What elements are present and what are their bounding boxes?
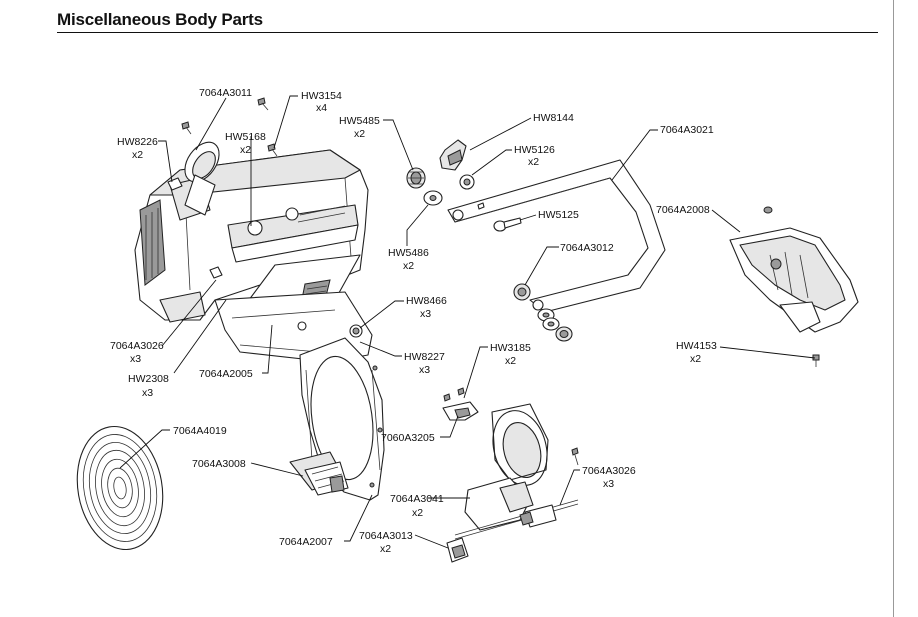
page-edge-divider (893, 0, 894, 617)
handle-7064A3021 (447, 159, 666, 313)
label-7064A3013-part: 7064A3013 (359, 530, 413, 542)
label-hw8226-qty: x2 (132, 149, 143, 161)
label-hw8227-part: HW8227 (404, 351, 445, 363)
label-hw3154-qty: x4 (316, 102, 327, 114)
label-hw3154-part: HW3154 (301, 90, 342, 102)
label-7064A3008-part: 7064A3008 (192, 458, 246, 470)
title-divider (57, 32, 878, 33)
label-hw5126-part: HW5126 (514, 144, 555, 156)
bracket-7064A3008 (289, 451, 349, 496)
label-hw4153-part: HW4153 (676, 340, 717, 352)
label-7064A3041-part: 7064A3041 (390, 493, 444, 505)
cover-7064A2008 (729, 206, 859, 333)
label-hw8144-part: HW8144 (533, 112, 574, 124)
label-7064A2008-part: 7064A2008 (656, 204, 710, 216)
label-7064A3021-part: 7064A3021 (660, 124, 714, 136)
page-title: Miscellaneous Body Parts (57, 10, 263, 29)
label-7064A3011-part: 7064A3011 (199, 87, 252, 99)
label-hw4153-qty: x2 (690, 353, 701, 365)
knob-7064A3011 (184, 141, 220, 216)
label-hw2308-part: HW2308 (128, 373, 169, 385)
bevel-assembly (454, 403, 579, 540)
callout-labels: 7064A3011 HW3154 x4 HW8226 x2 HW5168 x2 … (110, 87, 717, 555)
label-hw5168-qty: x2 (240, 144, 251, 156)
label-7064A3026-right-qty: x3 (603, 478, 614, 490)
label-7060A3205-part: 7060A3205 (381, 432, 435, 444)
label-hw8226-part: HW8226 (117, 136, 158, 148)
label-hw3185-part: HW3185 (490, 342, 531, 354)
label-7064A3013-qty: x2 (380, 543, 391, 555)
guard-frame-7064A2007 (299, 337, 385, 501)
label-hw8227-qty: x3 (419, 364, 430, 376)
label-hw5486-qty: x2 (403, 260, 414, 272)
label-7064A3026-left-part: 7064A3026 (110, 340, 164, 352)
label-hw8466-qty: x3 (420, 308, 431, 320)
label-7064A3026-right-part: 7064A3026 (582, 465, 636, 477)
leader-lines (119, 95, 816, 549)
latch-hw8144 (439, 139, 475, 190)
label-7064A4019-part: 7064A4019 (173, 425, 227, 437)
lens-disc-7064A4019 (76, 425, 164, 551)
label-7064A2007-part: 7064A2007 (279, 536, 333, 548)
label-hw5485-qty: x2 (354, 128, 365, 140)
screw-hw4153 (812, 354, 820, 367)
part-7064A3013 (446, 537, 469, 563)
label-hw5126-qty: x2 (528, 156, 539, 168)
label-7064A3041-qty: x2 (412, 507, 423, 519)
label-hw2308-qty: x3 (142, 387, 153, 399)
label-hw5168-part: HW5168 (225, 131, 266, 143)
label-7064A3012-part: 7064A3012 (560, 242, 614, 254)
label-hw5486-part: HW5486 (388, 247, 429, 259)
label-hw8466-part: HW8466 (406, 295, 447, 307)
washers-hw5485-hw5486 (406, 167, 443, 206)
bushing-7064A3012 (513, 283, 573, 342)
label-hw5125-part: HW5125 (538, 209, 579, 221)
label-7064A2005-part: 7064A2005 (199, 368, 253, 380)
label-hw5485-part: HW5485 (339, 115, 380, 127)
clip-7060A3205 (442, 387, 479, 421)
bolt-hw5125 (493, 217, 522, 232)
label-7064A3026-left-qty: x3 (130, 353, 141, 365)
label-hw3185-qty: x2 (505, 355, 516, 367)
